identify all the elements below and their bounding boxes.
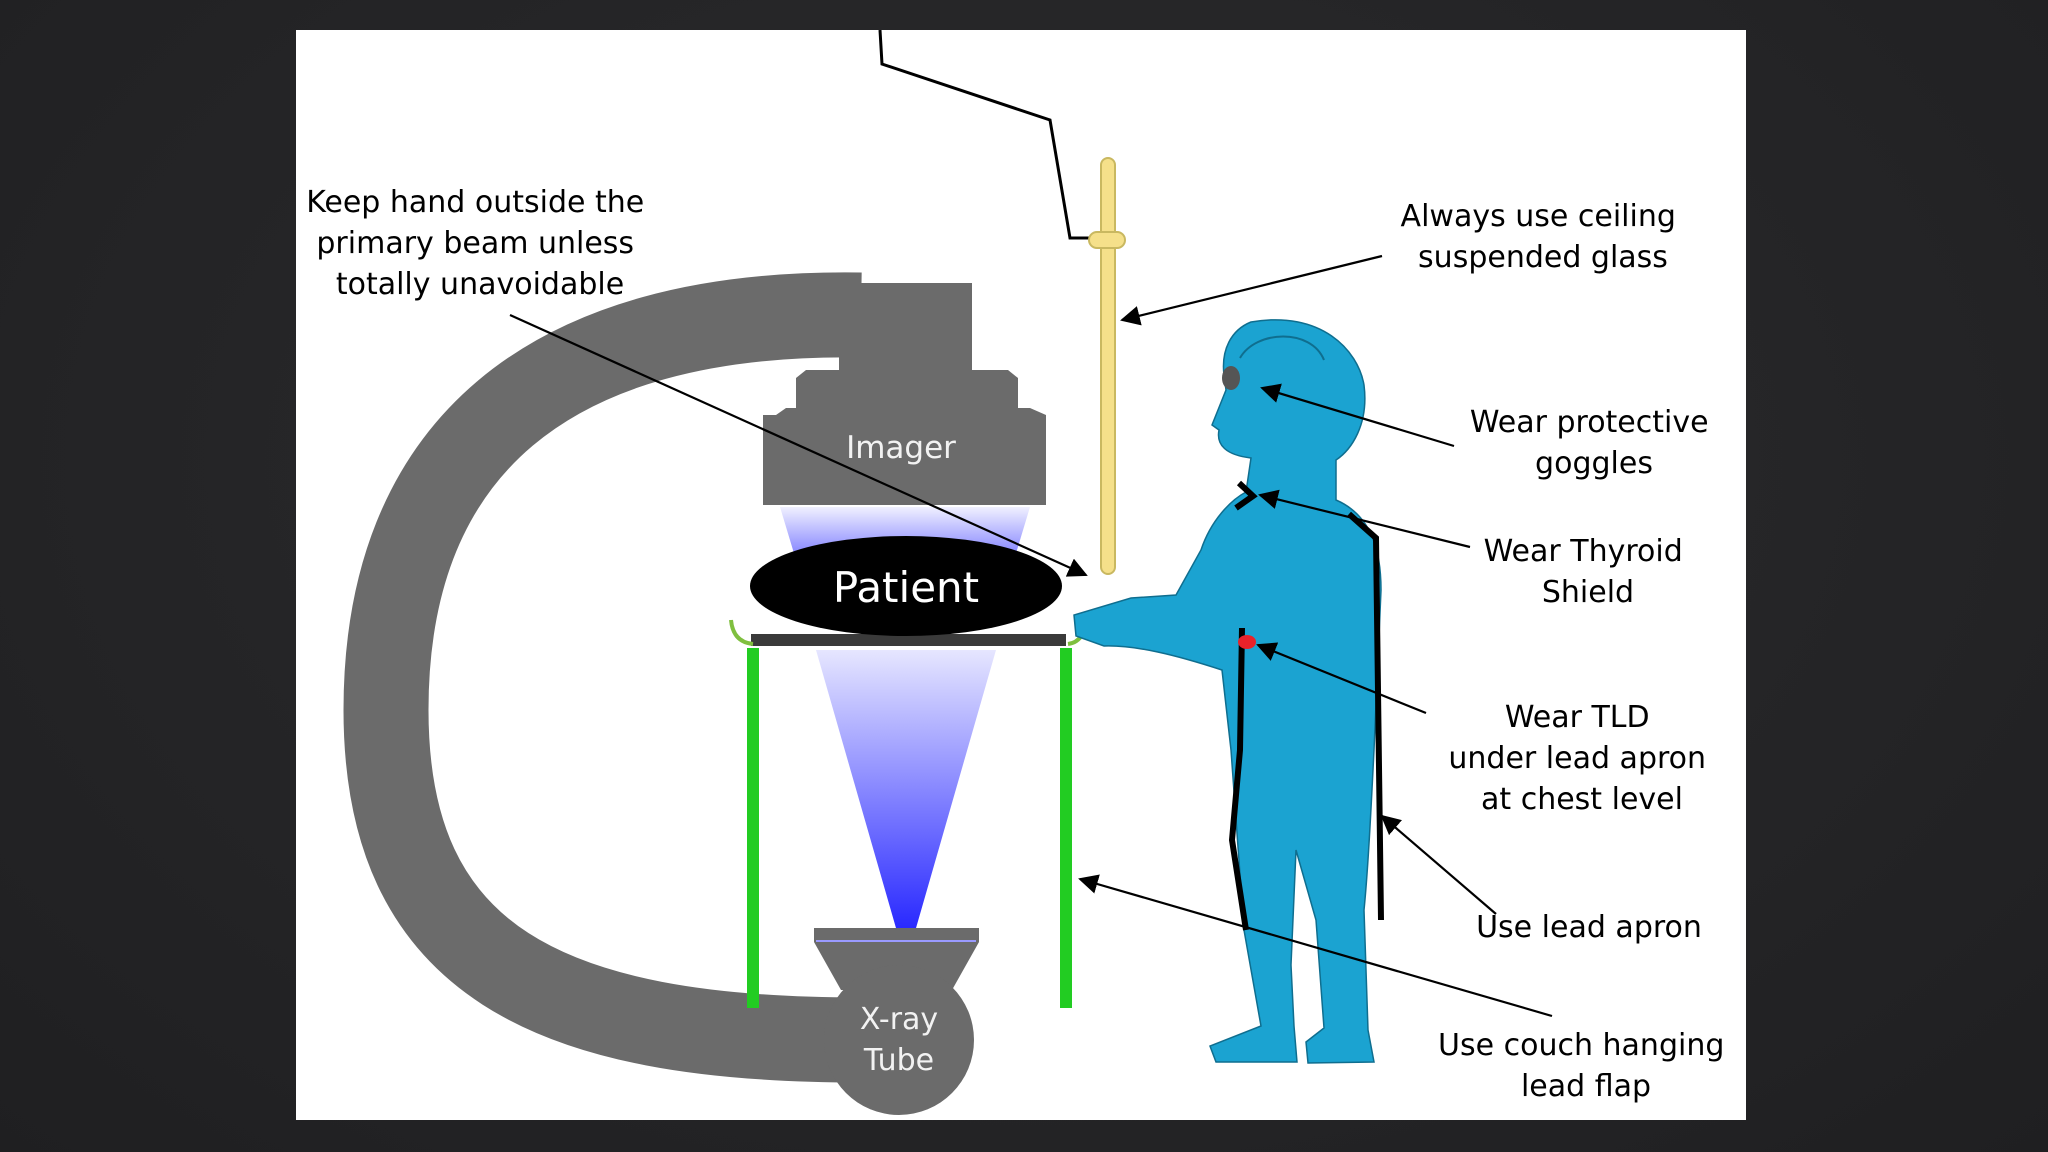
ceiling-arm [878,30,1102,240]
annotation-flap-line-1: Use couch hanging [1438,1028,1724,1063]
goggles [1222,366,1240,390]
annotation-goggles-line-2: goggles [1535,446,1653,481]
annotation-thyroid-line-1: Wear Thyroid [1484,534,1683,569]
annotation-tld-line-2: under lead apron [1448,741,1706,776]
annotation-tld-line-1: Wear TLD [1505,700,1650,735]
arrow-apron [1380,814,1497,915]
ceiling-glass [1100,157,1116,575]
lead-apron-back [1347,511,1384,921]
thyroid-shield [1234,480,1258,511]
annotation-hand-line-2: primary beam unless [316,226,634,261]
annotation-apron: Use lead apron [1476,910,1702,945]
table [751,634,1066,646]
annotation-flap-line-2: lead flap [1521,1069,1651,1104]
arrow-hand [509,313,1088,577]
annotation-tld-line-3: at chest level [1481,782,1683,817]
annotation-texts: Keep hand outside the primary beam unles… [306,185,1734,1104]
tld-badge [1238,635,1256,649]
annotation-apron-line-1: Use lead apron [1476,910,1702,945]
annotation-glass-line-2: suspended glass [1418,240,1668,275]
operator [1073,319,1384,1064]
patient-label: Patient [833,563,979,612]
arrow-tld [1256,642,1427,715]
xray-tube-label-2: Tube [863,1043,934,1078]
annotation-hand-line-1: Keep hand outside the [306,185,644,220]
annotation-flap: Use couch hanging lead flap [1438,1028,1734,1104]
arrow-glass [1120,254,1383,326]
annotation-thyroid: Wear Thyroid Shield [1484,534,1693,610]
glass-clamp [1088,231,1126,249]
operator-cap [1239,335,1325,361]
operator-body [1073,319,1382,1064]
annotation-glass: Always use ceiling suspended glass [1401,199,1686,275]
arrow-goggles [1260,383,1455,448]
radiation-safety-diagram: Imager Patient X-ray Tub [306,30,1734,1115]
annotation-thyroid-line-2: Shield [1542,575,1634,610]
arrow-flap [1078,874,1553,1018]
imager-label: Imager [846,430,956,466]
annotation-goggles: Wear protective goggles [1470,405,1718,481]
annotation-goggles-line-1: Wear protective [1470,405,1709,440]
flap-hook-left [729,619,754,646]
xray-tube-label-1: X-ray [860,1002,938,1037]
c-arm [343,272,862,1083]
slide: Imager Patient X-ray Tub [296,30,1746,1120]
annotation-arrows [509,254,1553,1018]
xray-tube: X-ray Tube [814,928,979,1115]
annotation-hand-line-3: totally unavoidable [336,267,624,302]
annotation-hand: Keep hand outside the primary beam unles… [306,185,654,302]
annotation-tld: Wear TLD under lead apron at chest level [1448,700,1715,817]
imager: Imager [763,283,1046,505]
lead-apron-front [1228,627,1249,931]
patient [750,536,1062,636]
annotation-glass-line-1: Always use ceiling [1401,199,1676,234]
arrow-thyroid [1258,489,1471,549]
xray-beam [816,650,996,942]
